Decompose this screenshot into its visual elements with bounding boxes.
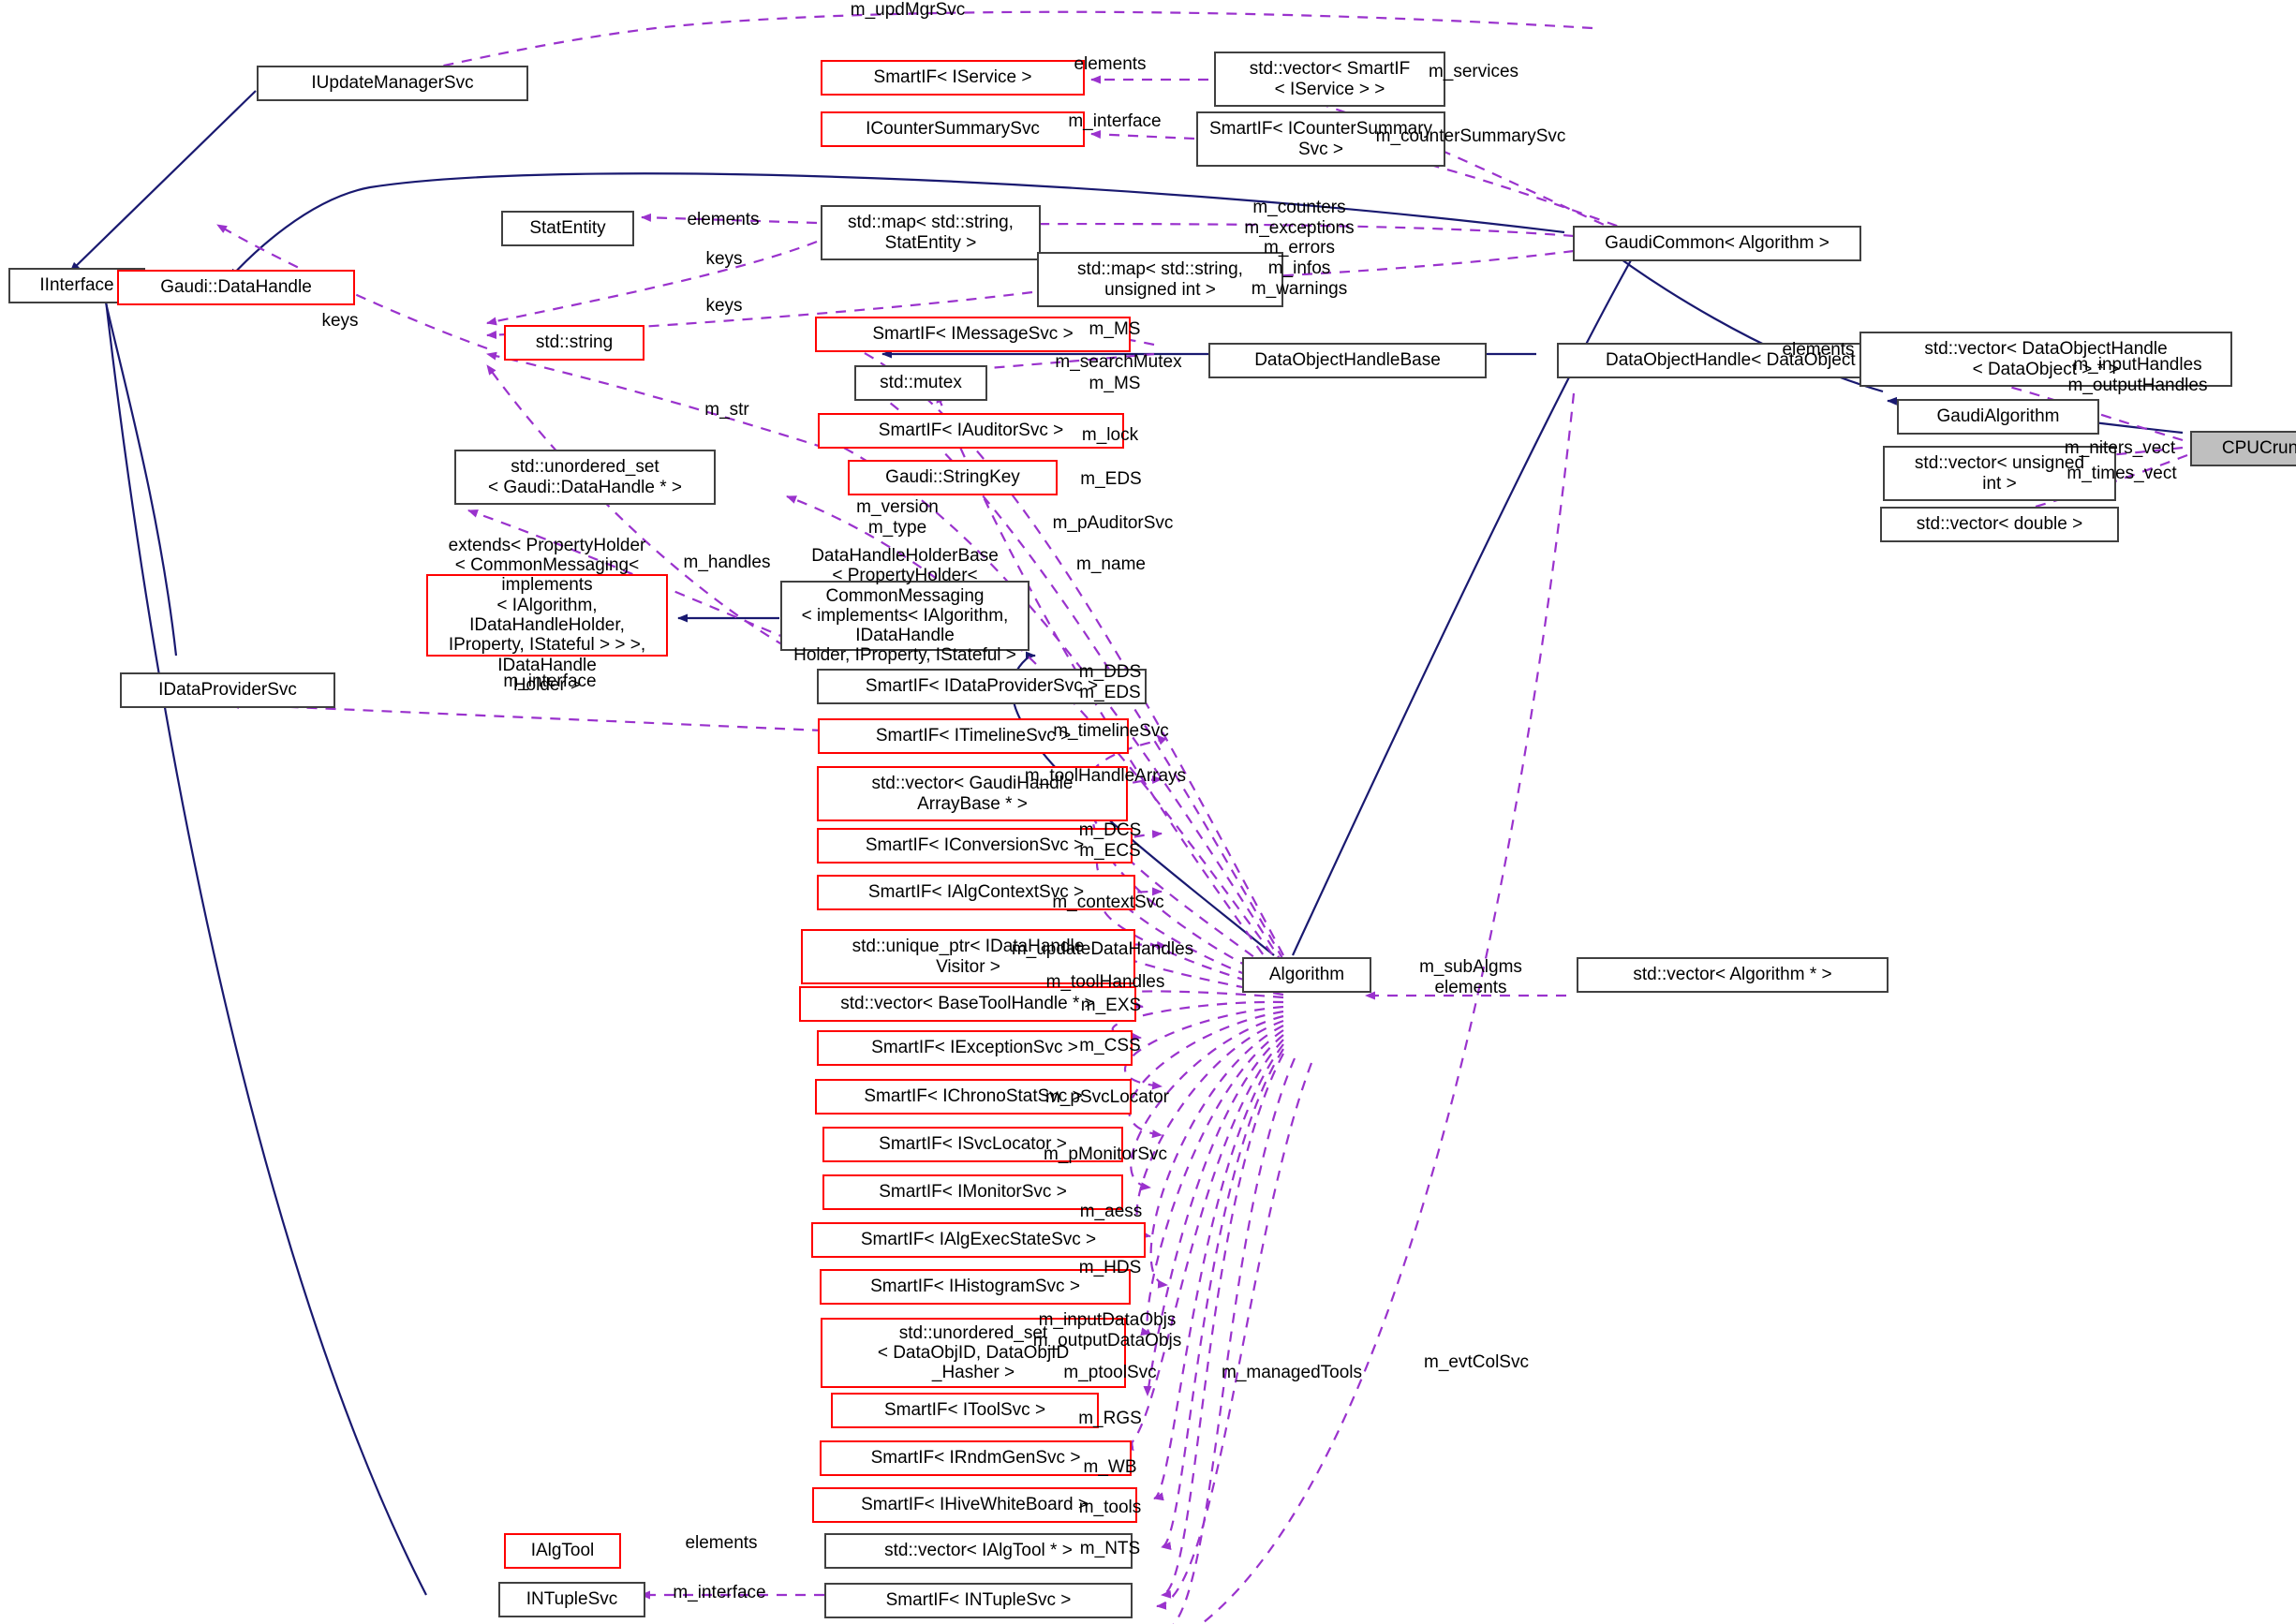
class-node-Algorithm[interactable]: Algorithm bbox=[1242, 957, 1371, 993]
class-node-map_string_statentity[interactable]: std::map< std::string, StatEntity > bbox=[821, 205, 1041, 260]
edge-label-m_pAuditorSvc: m_pAuditorSvc bbox=[1052, 513, 1174, 533]
class-node-SmartIF_IMonitorSvc[interactable]: SmartIF< IMonitorSvc > bbox=[822, 1174, 1123, 1210]
edge-label-keys_2: keys bbox=[705, 296, 743, 316]
class-node-vec_smartif_iservice[interactable]: std::vector< SmartIF < IService > > bbox=[1214, 52, 1445, 107]
edge-label-m_updMgrSvc: m_updMgrSvc bbox=[850, 0, 966, 20]
class-node-vec_basetoolhandle[interactable]: std::vector< BaseToolHandle * > bbox=[799, 986, 1136, 1022]
class-node-vec_gaudihandlearray[interactable]: std::vector< GaudiHandle ArrayBase * > bbox=[817, 766, 1128, 821]
edge-label-elements_statentity: elements bbox=[687, 210, 760, 229]
edge-label-m_handles: m_handles bbox=[683, 553, 771, 572]
edge-label-m_managedTools: m_managedTools bbox=[1222, 1363, 1362, 1382]
class-node-SmartIF_INTupleSvc[interactable]: SmartIF< INTupleSvc > bbox=[824, 1583, 1133, 1618]
edge-label-m_name: m_name bbox=[1076, 554, 1146, 574]
edge-label-m_interface_ntuple: m_interface bbox=[673, 1583, 766, 1602]
class-node-DataObjectHandleBase[interactable]: DataObjectHandleBase bbox=[1208, 343, 1487, 378]
class-node-SmartIF_ISvcLocator[interactable]: SmartIF< ISvcLocator > bbox=[822, 1127, 1123, 1162]
edge-label-m_searchMutex: m_searchMutex bbox=[1055, 352, 1182, 372]
edge-label-keys_1: keys bbox=[705, 249, 743, 269]
edge-label-m_str: m_str bbox=[704, 400, 749, 420]
class-node-SmartIF_IMessageSvc[interactable]: SmartIF< IMessageSvc > bbox=[815, 317, 1131, 352]
class-node-SmartIF_IExceptionSvc[interactable]: SmartIF< IExceptionSvc > bbox=[817, 1030, 1133, 1066]
class-node-stdmutex[interactable]: std::mutex bbox=[854, 365, 987, 401]
edge-label-m_version_type: m_version m_type bbox=[856, 497, 939, 538]
class-node-vec_algorithm_ptr[interactable]: std::vector< Algorithm * > bbox=[1577, 957, 1889, 993]
edge-label-elements_ialgtool: elements bbox=[685, 1533, 758, 1553]
class-node-SmartIF_IService[interactable]: SmartIF< IService > bbox=[821, 60, 1085, 96]
edge-label-keys_handle: keys bbox=[321, 311, 359, 331]
edge-label-m_EDS_1: m_EDS bbox=[1080, 469, 1142, 489]
class-node-DataHandleHolderBase[interactable]: DataHandleHolderBase < PropertyHolder< C… bbox=[780, 546, 1029, 686]
class-node-vec_unsigned_int[interactable]: std::vector< unsigned int > bbox=[1883, 446, 2116, 501]
edge-label-m_subAlgms_elements: m_subAlgms elements bbox=[1419, 957, 1522, 997]
class-node-SmartIF_IAlgContextSvc[interactable]: SmartIF< IAlgContextSvc > bbox=[817, 875, 1135, 910]
class-node-CPUCruncher[interactable]: CPUCruncher bbox=[2190, 431, 2296, 466]
class-node-vec_dataobjecthandle[interactable]: std::vector< DataObjectHandle < DataObje… bbox=[1859, 332, 2232, 387]
class-node-SmartIF_IHiveWhiteBoard[interactable]: SmartIF< IHiveWhiteBoard > bbox=[812, 1487, 1137, 1523]
edge-label-elements_iservice: elements bbox=[1074, 54, 1147, 74]
class-node-ICounterSummarySvc[interactable]: ICounterSummarySvc bbox=[821, 111, 1085, 147]
class-node-extends_propertyholder[interactable]: extends< PropertyHolder < CommonMessagin… bbox=[426, 536, 668, 695]
class-node-unordered_set_dataobjid[interactable]: std::unordered_set < DataObjID, DataObjI… bbox=[821, 1318, 1126, 1388]
class-node-vec_ialgtool[interactable]: std::vector< IAlgTool * > bbox=[824, 1533, 1133, 1569]
class-node-stdstring[interactable]: std::string bbox=[504, 325, 644, 361]
class-node-GaudiAlgorithm[interactable]: GaudiAlgorithm bbox=[1897, 399, 2099, 435]
class-node-IDataProviderSvc[interactable]: IDataProviderSvc bbox=[120, 672, 335, 708]
class-node-SmartIF_IDataProviderSvc[interactable]: SmartIF< IDataProviderSvc > bbox=[817, 669, 1147, 704]
edge-label-m_MS_2: m_MS bbox=[1089, 374, 1141, 393]
class-node-GaudiDataHandle[interactable]: Gaudi::DataHandle bbox=[117, 270, 355, 305]
class-node-GaudiStringKey[interactable]: Gaudi::StringKey bbox=[848, 460, 1058, 495]
class-node-IUpdateManagerSvc[interactable]: IUpdateManagerSvc bbox=[257, 66, 528, 101]
class-node-SmartIF_ITimelineSvc[interactable]: SmartIF< ITimelineSvc > bbox=[818, 718, 1129, 754]
class-node-SmartIF_ICounterSummarySvc[interactable]: SmartIF< ICounterSummary Svc > bbox=[1196, 111, 1445, 167]
class-node-vec_double[interactable]: std::vector< double > bbox=[1880, 507, 2119, 542]
class-node-SmartIF_IChronoStatSvc[interactable]: SmartIF< IChronoStatSvc > bbox=[815, 1079, 1132, 1115]
class-node-INTupleSvc[interactable]: INTupleSvc bbox=[498, 1582, 645, 1617]
class-node-SmartIF_IConversionSvc[interactable]: SmartIF< IConversionSvc > bbox=[817, 828, 1133, 864]
class-node-SmartIF_IRndmGenSvc[interactable]: SmartIF< IRndmGenSvc > bbox=[820, 1440, 1132, 1476]
class-node-unordered_set_handle[interactable]: std::unordered_set < Gaudi::DataHandle *… bbox=[454, 450, 716, 505]
class-node-SmartIF_IToolSvc[interactable]: SmartIF< IToolSvc > bbox=[831, 1393, 1099, 1428]
class-node-SmartIF_IHistogramSvc[interactable]: SmartIF< IHistogramSvc > bbox=[820, 1269, 1131, 1305]
class-node-uniqueptr_visitor[interactable]: std::unique_ptr< IDataHandle Visitor > bbox=[801, 929, 1135, 984]
class-node-StatEntity[interactable]: StatEntity bbox=[501, 211, 634, 246]
class-node-map_string_uint[interactable]: std::map< std::string, unsigned int > bbox=[1037, 252, 1283, 307]
class-node-SmartIF_IAuditorSvc[interactable]: SmartIF< IAuditorSvc > bbox=[818, 413, 1124, 449]
class-node-SmartIF_IAlgExecStateSvc[interactable]: SmartIF< IAlgExecStateSvc > bbox=[811, 1222, 1146, 1258]
edge-label-m_evtColSvc: m_evtColSvc bbox=[1424, 1352, 1529, 1372]
class-node-GaudiCommon_Algorithm[interactable]: GaudiCommon< Algorithm > bbox=[1573, 226, 1861, 261]
class-node-IAlgTool[interactable]: IAlgTool bbox=[504, 1533, 621, 1569]
